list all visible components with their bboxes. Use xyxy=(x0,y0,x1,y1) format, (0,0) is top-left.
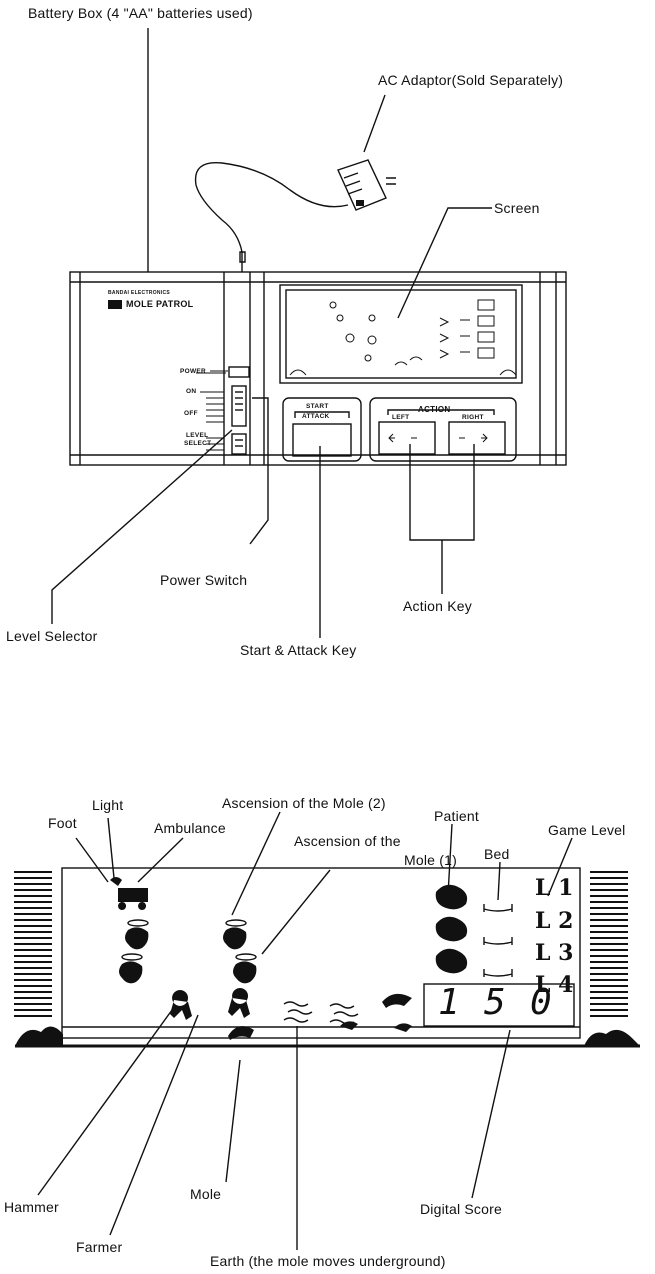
score-digit-3: 0 xyxy=(530,982,552,1023)
logo-badge xyxy=(108,300,122,309)
start-attack-key xyxy=(292,423,352,457)
action-leader xyxy=(409,444,475,541)
score-digit-1: 1 xyxy=(438,982,460,1023)
on-text: ON xyxy=(186,388,197,395)
screen-frame xyxy=(61,867,581,1039)
left-text: LEFT xyxy=(392,414,410,421)
earth-label: Earth (the mole moves underground) xyxy=(210,1253,446,1269)
level-selector-label: Level Selector xyxy=(6,628,98,644)
mole-sprite xyxy=(228,1026,254,1040)
off-text: OFF xyxy=(184,410,198,417)
action-key-label: Action Key xyxy=(403,598,472,614)
adaptor-cable xyxy=(194,161,349,272)
hammer-leader xyxy=(37,1009,173,1196)
ground-mound-left xyxy=(15,1026,63,1046)
level-indicator-2: L 2 xyxy=(535,908,574,934)
farmer-hammer-sprite-1 xyxy=(170,990,192,1020)
ambulance-leader xyxy=(137,837,184,883)
bed-3 xyxy=(483,969,513,977)
start-text: START xyxy=(306,403,329,410)
digital-score-leader xyxy=(471,1029,511,1199)
ascension-1-label-line1: Ascension of the xyxy=(294,833,401,849)
right-text: RIGHT xyxy=(462,414,484,421)
mole-leader xyxy=(225,1059,241,1183)
game-level-leader xyxy=(547,837,573,897)
bed-2 xyxy=(483,937,513,945)
ascension-2-leader xyxy=(231,811,281,916)
ground-mound-right xyxy=(584,1029,640,1046)
mole-label: Mole xyxy=(190,1186,222,1202)
hammer-label: Hammer xyxy=(4,1199,59,1215)
game-level-label: Game Level xyxy=(548,822,626,838)
patient-leader xyxy=(447,823,453,896)
ascending-mole-left-1 xyxy=(125,927,149,950)
patient-2 xyxy=(435,916,468,942)
ambulance-label: Ambulance xyxy=(154,820,226,836)
farmer-hammer-sprite-2 xyxy=(228,988,250,1018)
power-switch-label: Power Switch xyxy=(160,572,248,588)
level-indicator-4: L 4 xyxy=(535,972,574,998)
ascension-1-label-line2: Mole (1) xyxy=(404,852,457,868)
ascension-mole-1-sprite xyxy=(233,961,257,984)
action-right-key xyxy=(448,421,506,455)
power-text: POWER xyxy=(180,368,207,375)
foot-sprite xyxy=(110,877,122,886)
bed-1 xyxy=(483,904,513,912)
patient-1 xyxy=(435,884,468,910)
foot-leader xyxy=(75,837,109,883)
attack-text: ATTACK xyxy=(302,413,330,420)
level-selector-leader xyxy=(51,429,233,624)
level-indicator-1: L 1 xyxy=(535,875,574,901)
mole-right-1 xyxy=(382,993,412,1008)
mole-right-2 xyxy=(340,1021,358,1030)
ambulance-sprite xyxy=(118,888,148,910)
bed-label: Bed xyxy=(484,846,510,862)
select-text: SELECT xyxy=(184,440,212,447)
start-attack-key-label: Start & Attack Key xyxy=(240,642,357,658)
level-indicator-3: L 3 xyxy=(535,940,574,966)
digital-score-label: Digital Score xyxy=(420,1201,502,1217)
mole-right-3 xyxy=(394,1023,412,1032)
ascension-1-leader xyxy=(261,869,331,955)
level-text: LEVEL xyxy=(186,432,209,439)
farmer-leader xyxy=(109,1014,199,1236)
patient-3 xyxy=(435,948,468,974)
device-screen xyxy=(279,284,523,384)
light-label: Light xyxy=(92,797,124,813)
patient-label: Patient xyxy=(434,808,479,824)
battery-box-label: Battery Box (4 "AA" batteries used) xyxy=(28,5,253,21)
action-text: ACTION xyxy=(418,405,451,414)
device-body xyxy=(69,271,567,466)
light-leader xyxy=(107,817,115,879)
action-panel xyxy=(369,397,517,462)
ascending-mole-left-2 xyxy=(119,961,143,984)
ascension-mole-2-sprite xyxy=(223,927,247,950)
screen-leader xyxy=(397,207,492,319)
action-left-key xyxy=(378,421,436,455)
screen-label: Screen xyxy=(494,200,540,216)
brand-text: BANDAI ELECTRONICS xyxy=(108,290,171,296)
farmer-label: Farmer xyxy=(76,1239,123,1255)
game-title: MOLE PATROL xyxy=(126,299,194,309)
power-switch-leader xyxy=(249,397,269,545)
ascension-2-label: Ascension of the Mole (2) xyxy=(222,795,386,811)
score-box xyxy=(423,983,575,1027)
ac-adaptor-leader xyxy=(363,94,386,153)
start-attack-panel xyxy=(282,397,362,462)
ac-adaptor xyxy=(337,159,387,211)
ac-adaptor-label: AC Adaptor(Sold Separately) xyxy=(378,72,564,88)
score-digit-2: 5 xyxy=(484,982,506,1023)
bed-leader xyxy=(497,861,501,901)
foot-label: Foot xyxy=(48,815,77,831)
